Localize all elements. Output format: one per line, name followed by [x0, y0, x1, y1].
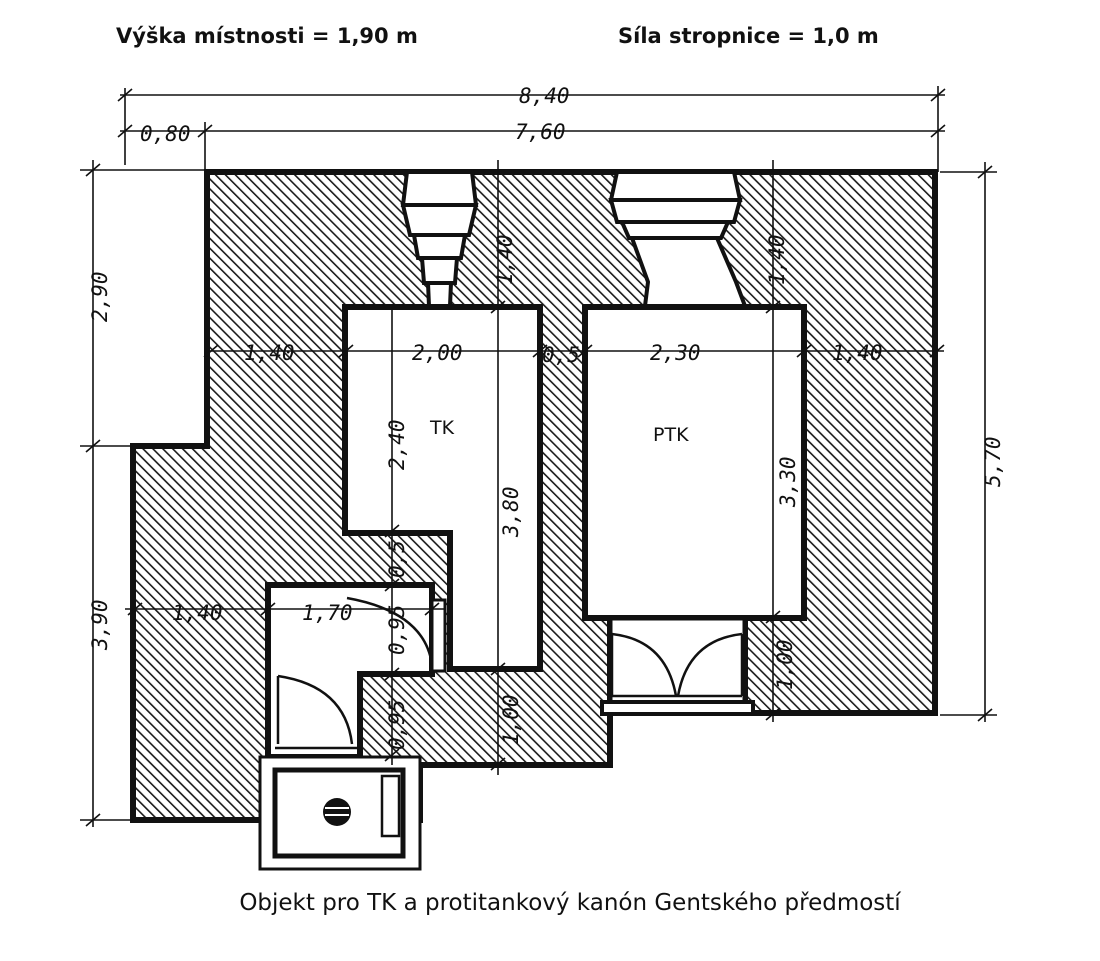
embrasure-ptk — [608, 170, 748, 308]
dim-door-095-b: 0,95 — [385, 699, 409, 750]
room-label-tk: TK — [429, 417, 455, 439]
dim-left-lower: 3,90 — [88, 599, 112, 651]
dim-wall-left-lower: 1,40 — [172, 601, 223, 625]
dim-partition: 0,5 — [542, 343, 580, 367]
dimension-lines — [80, 86, 997, 827]
exit-hatch-icon — [323, 798, 351, 826]
ceiling-thickness-label: Síla stropnice = 1,0 m — [618, 24, 879, 48]
dim-ptk-width: 2,30 — [650, 341, 701, 365]
dim-ptk-depth: 3,30 — [776, 456, 800, 508]
ptk-door-passage — [607, 615, 748, 716]
dim-wall-top-ptk: 1,40 — [765, 234, 789, 285]
dim-wall-left: 1,40 — [244, 341, 295, 365]
embrasure-tk — [400, 170, 479, 308]
room-label-ptk: PTK — [653, 424, 689, 446]
dim-wall-bottom-tk: 1,00 — [499, 694, 523, 745]
dim-door-095-a: 0,95 — [385, 604, 409, 655]
dim-tk-depth: 3,80 — [499, 486, 523, 538]
dim-offset: 0,80 — [140, 122, 191, 146]
door-frame — [430, 598, 447, 673]
room-height-label: Výška místnosti = 1,90 m — [116, 24, 418, 48]
ptk-double-door-icon — [610, 632, 744, 698]
dim-wall-bottom-ptk: 1,00 — [773, 639, 797, 690]
dim-right-total: 5,70 — [981, 436, 1005, 487]
dim-small-wall: 0,5 — [385, 540, 409, 578]
dim-tk-width: 2,00 — [412, 341, 463, 365]
dim-tk-upper-depth: 2,40 — [385, 419, 409, 470]
entry-door-icon-2 — [276, 674, 354, 745]
dim-wall-top-tk: 1,40 — [493, 234, 517, 285]
ptk-threshold — [600, 700, 755, 716]
tk-room — [342, 304, 543, 672]
ptk-room — [582, 304, 807, 621]
dim-left-upper: 2,90 — [88, 271, 112, 322]
dim-wall-right: 1,40 — [832, 341, 883, 365]
dim-inner-width: 7,60 — [515, 120, 566, 144]
dim-total-width: 8,40 — [519, 84, 570, 108]
dim-entry-width: 1,70 — [302, 601, 353, 625]
figure-caption: Objekt pro TK a protitankový kanón Gents… — [239, 890, 901, 916]
